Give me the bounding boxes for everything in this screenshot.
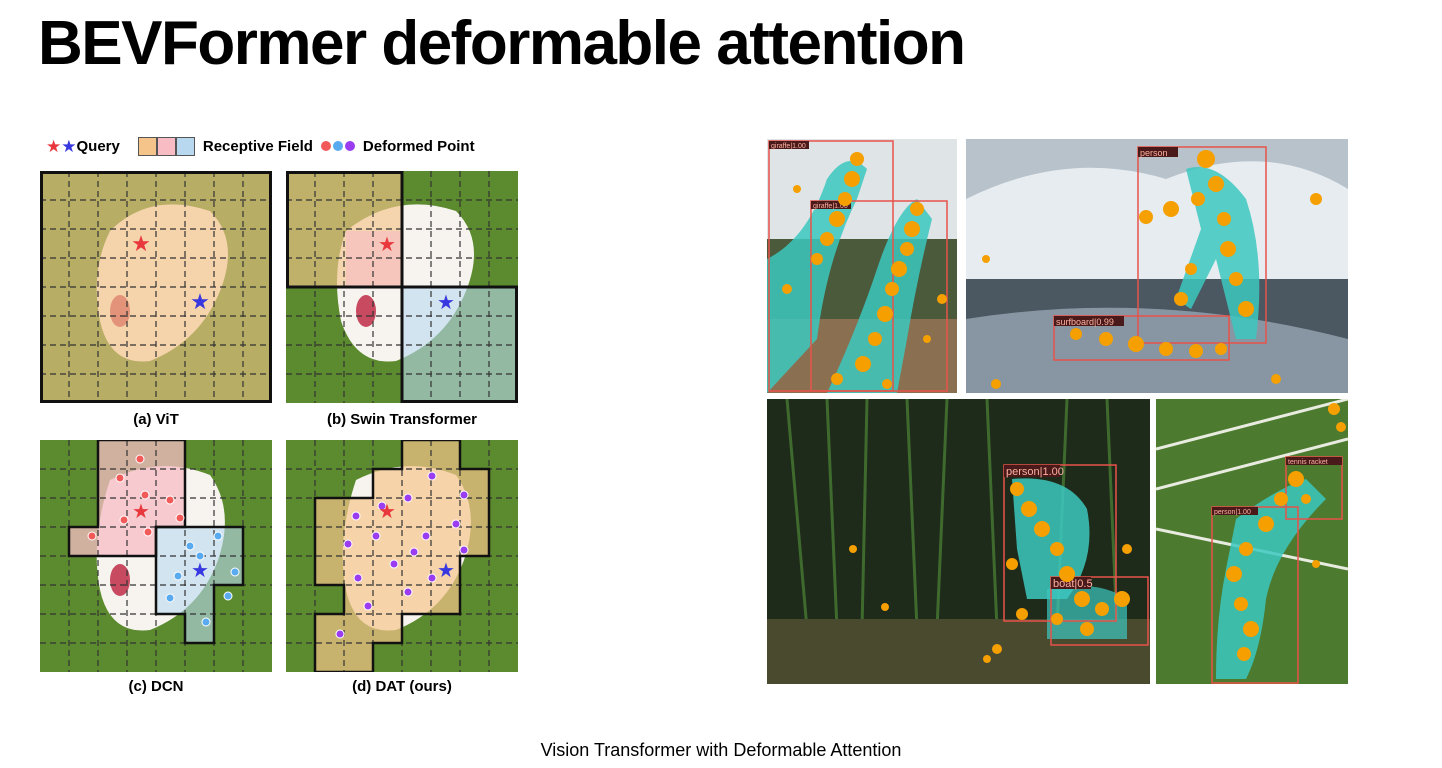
legend-deformed-point-label: Deformed Point — [362, 137, 475, 155]
blue-dot-icon — [332, 141, 343, 151]
dat-illustration: ★ ★ — [286, 440, 518, 672]
panel-label-dat: (d) DAT (ours) — [352, 678, 452, 695]
blue-star-icon: ★ — [61, 136, 77, 156]
legend-query-label: Query — [76, 137, 120, 155]
panel-label-vit: (a) ViT — [133, 411, 179, 428]
panel-dat: ★ ★ — [286, 440, 518, 672]
panel-label-dcn: (c) DCN — [128, 678, 184, 695]
panel-dcn: ★ ★ — [40, 440, 272, 672]
vit-illustration: ★ ★ — [40, 171, 272, 403]
panel-swin: ★ ★ — [286, 171, 518, 403]
giraffe-scene: giraffe|1.00 giraffe|1.00 — [767, 139, 957, 393]
svg-text:★: ★ — [437, 560, 455, 582]
river-scene: person|1.00 boat|0.5 — [767, 399, 1150, 684]
panel-vit: ★ ★ — [40, 171, 272, 403]
giraffe-label-2: giraffe|1.00 — [813, 203, 848, 210]
giraffe-detection-image: giraffe|1.00 giraffe|1.00 — [767, 139, 957, 393]
dcn-illustration: ★ ★ — [40, 440, 272, 672]
panel-label-swin: (b) Swin Transformer — [326, 411, 478, 428]
figure-caption: Vision Transformer with Deformable Atten… — [540, 740, 902, 760]
tennis-scene: tennis racket person|1.00 — [1156, 399, 1348, 684]
slide-title: BEVFormer deformable attention — [38, 9, 966, 78]
swin-illustration: ★ ★ — [286, 171, 518, 403]
person-surf-label: person — [1140, 148, 1168, 158]
giraffe-label-1: giraffe|1.00 — [771, 143, 806, 150]
surfboard-label: surfboard|0.99 — [1056, 317, 1114, 327]
tennis-racket-label: tennis racket — [1288, 459, 1328, 466]
person-river-label: person|1.00 — [1006, 466, 1064, 478]
legend-receptive-field-label: Receptive Field — [202, 137, 313, 155]
red-dot-icon — [320, 141, 331, 151]
svg-text:★: ★ — [437, 292, 455, 314]
river-detection-image: person|1.00 boat|0.5 — [767, 399, 1150, 684]
svg-text:★: ★ — [378, 234, 396, 256]
person-tennis-label: person|1.00 — [1214, 509, 1251, 516]
blue-swatch-icon — [175, 136, 195, 156]
pink-swatch-icon — [156, 136, 176, 156]
red-star-icon: ★ — [46, 136, 62, 156]
tennis-detection-image: tennis racket person|1.00 — [1156, 399, 1348, 684]
svg-text:★: ★ — [191, 560, 209, 582]
surfer-scene: person surfboard|0.99 — [966, 139, 1348, 393]
boat-label: boat|0.5 — [1053, 578, 1093, 590]
purple-dot-icon — [344, 141, 355, 151]
svg-text:★: ★ — [132, 501, 150, 523]
figure-legend: ★ ★ Query Receptive Field Deformed Point — [46, 135, 475, 157]
svg-text:★: ★ — [378, 501, 396, 523]
svg-text:★: ★ — [190, 289, 210, 314]
surfer-detection-image: person surfboard|0.99 — [966, 139, 1348, 393]
orange-swatch-icon — [137, 136, 157, 156]
svg-text:★: ★ — [131, 231, 151, 256]
